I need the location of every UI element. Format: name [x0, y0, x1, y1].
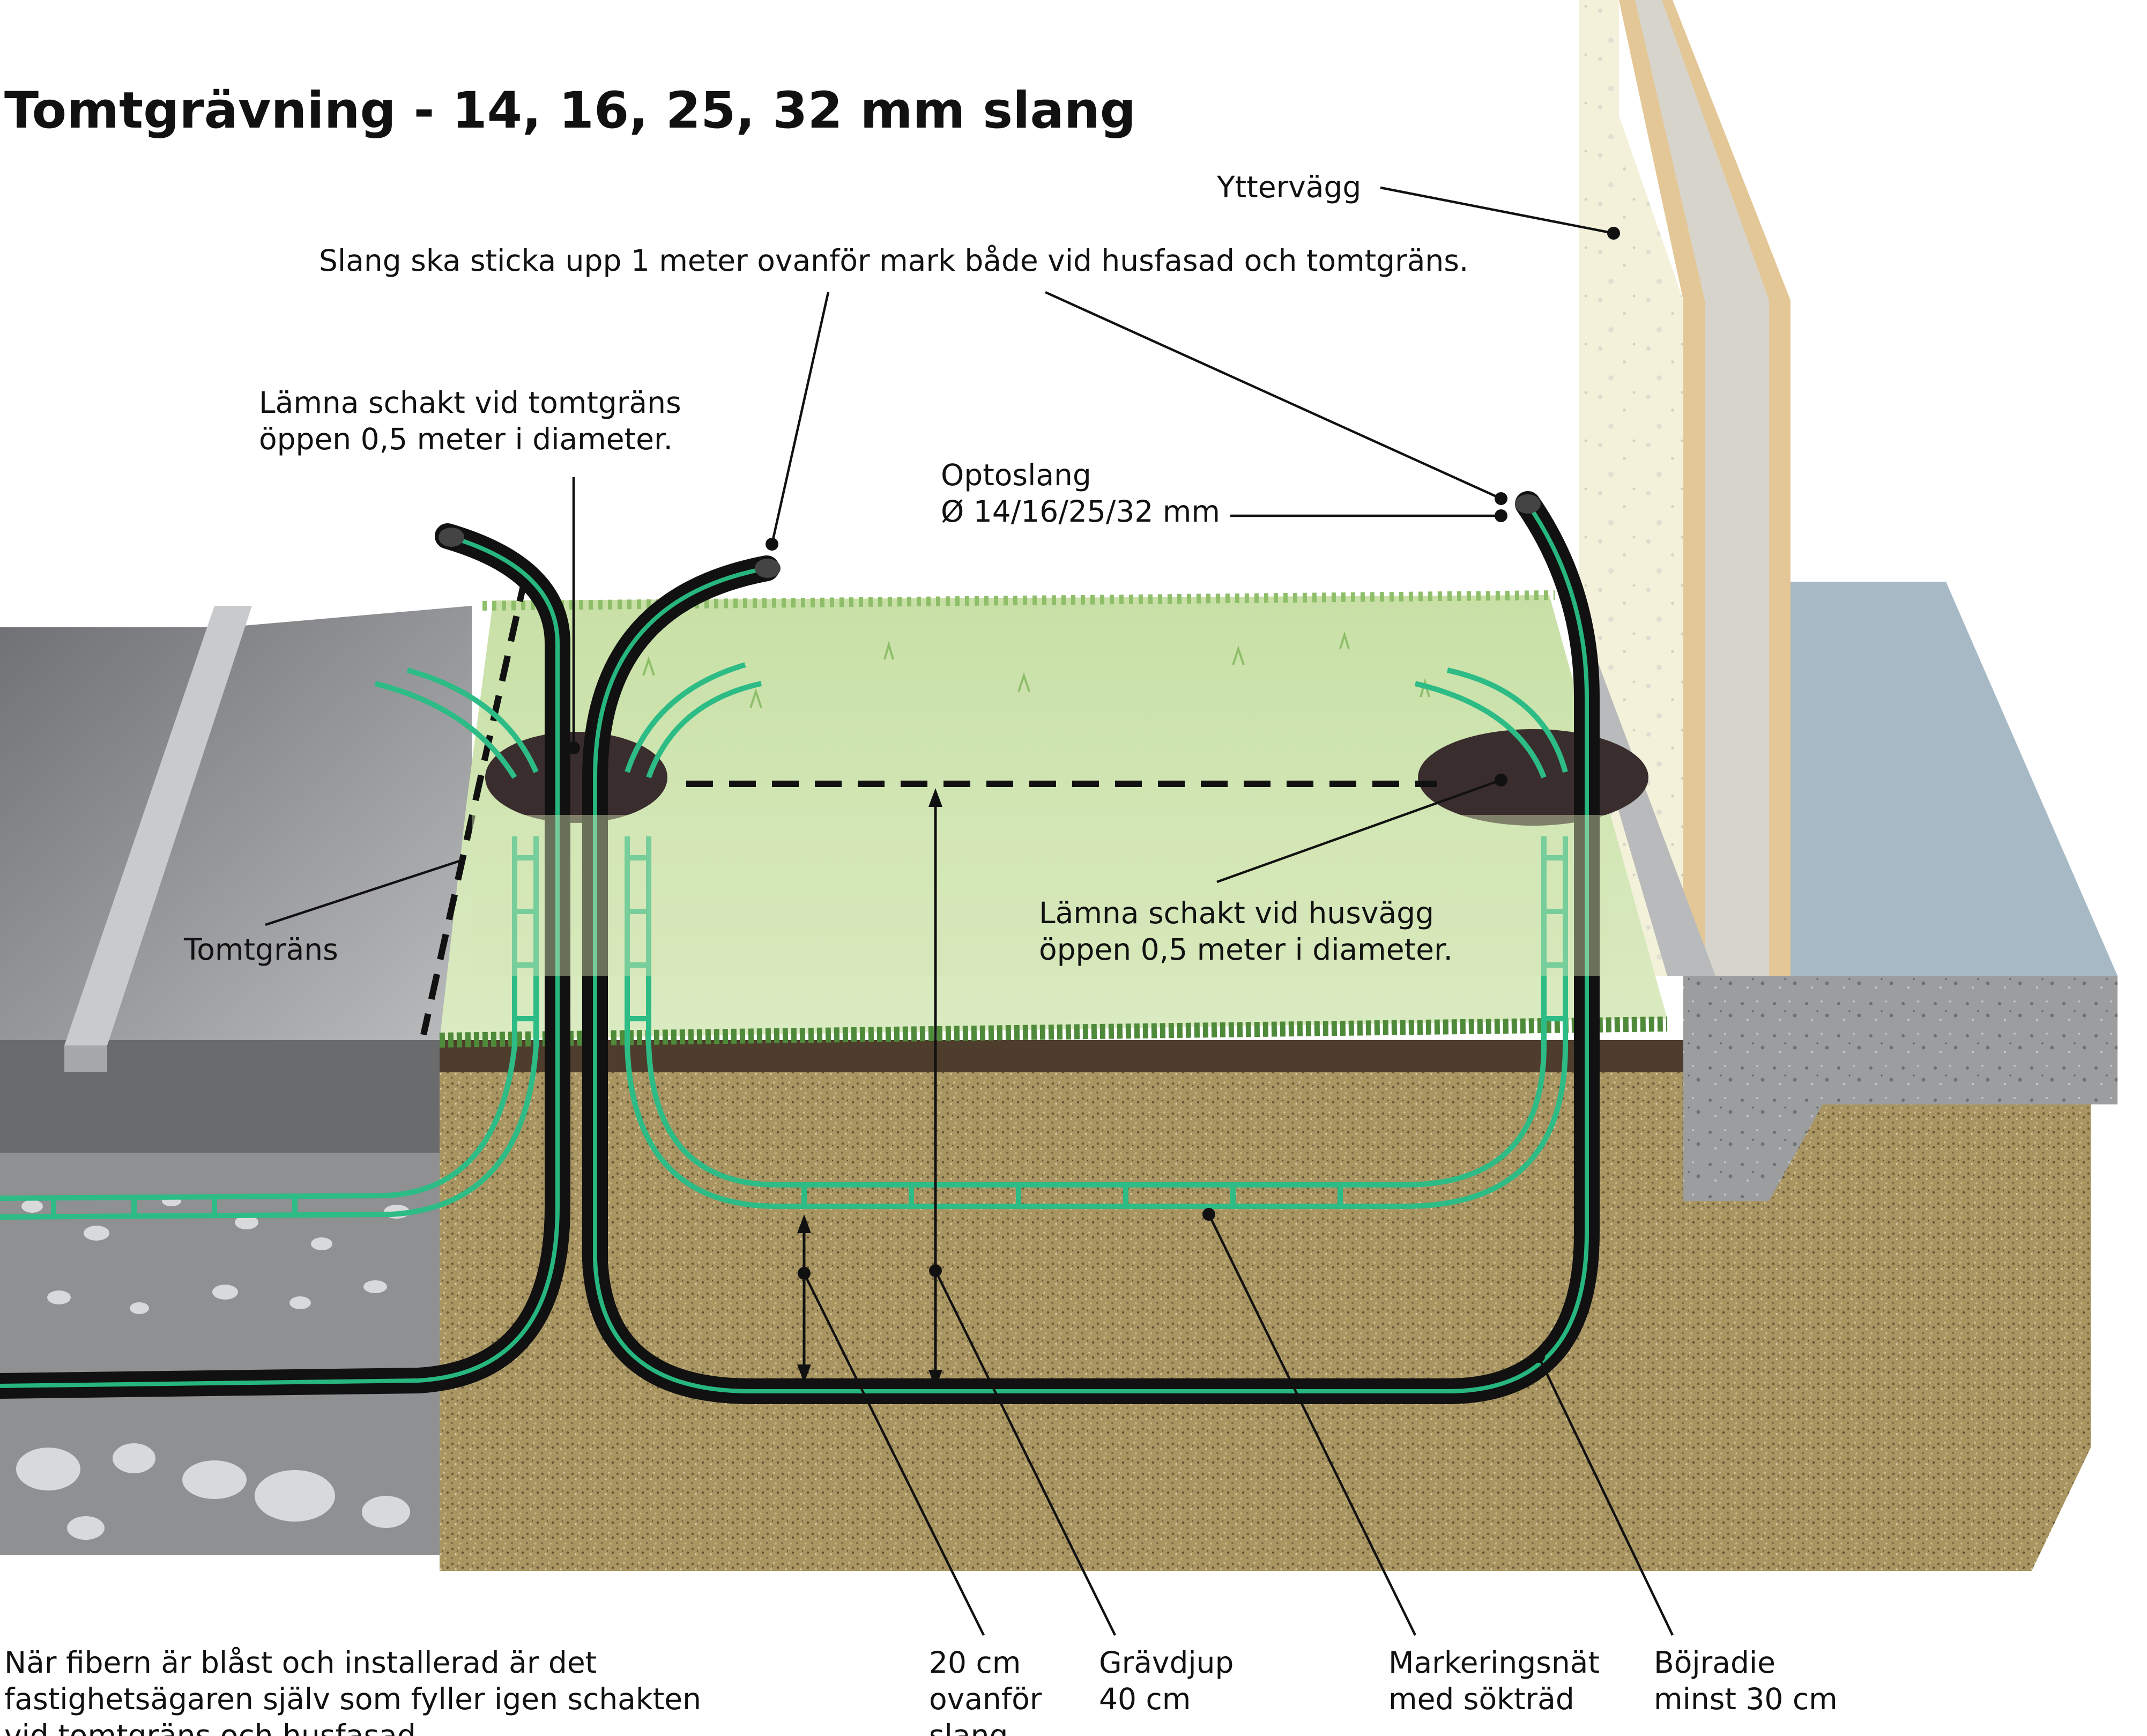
label-tomtgrans: Tomtgräns [183, 932, 338, 967]
label-schakt-husvagg-line1: Lämna schakt vid husvägg [1039, 896, 1434, 930]
note-line2: fastighetsägaren själv som fyller igen s… [4, 1682, 701, 1716]
label-schakt-husvagg-line2: öppen 0,5 meter i diameter. [1039, 932, 1453, 967]
optoslang-pipes [0, 491, 1600, 1404]
house-wall [1579, 0, 2118, 1201]
label-gravdjup-line2: 40 cm [1099, 1682, 1191, 1716]
label-gravdjup-line1: Grävdjup [1099, 1645, 1234, 1680]
grass-fade [472, 815, 1608, 976]
label-optoslang-line2: Ø 14/16/25/32 mm [941, 494, 1220, 529]
hole-tomtgrans [485, 732, 667, 823]
label-markeringsnat-line2: med sökträd [1388, 1682, 1574, 1716]
marking-net [0, 662, 1568, 1220]
label-markeringsnat-line1: Markeringsnät [1388, 1645, 1600, 1680]
leader-lines [265, 186, 1674, 1636]
label-20cm-line1: 20 cm [929, 1645, 1021, 1680]
label-yttervagg: Yttervägg [1216, 170, 1361, 204]
pavement [0, 606, 472, 1555]
label-20cm-line2: ovanför [929, 1682, 1042, 1716]
label-bojradie-line1: Böjradie [1654, 1645, 1775, 1680]
label-slang-ovanfor: Slang ska sticka upp 1 meter ovanför mar… [319, 243, 1468, 278]
label-20cm-line3: slang [929, 1718, 1008, 1736]
label-bojradie-line2: minst 30 cm [1654, 1682, 1838, 1716]
page-title: Tomtgrävning - 14, 16, 25, 32 mm slang [4, 81, 1136, 140]
note-line1: När fibern är blåst och installerad är d… [4, 1645, 597, 1680]
lawn [439, 590, 1668, 1048]
hole-husvagg [1418, 729, 1648, 826]
label-schakt-tomtgrans-line2: öppen 0,5 meter i diameter. [259, 422, 673, 456]
dimension-arrows [797, 788, 942, 1389]
label-optoslang-line1: Optoslang [941, 458, 1091, 492]
soil [440, 1040, 2091, 1571]
property-line [420, 575, 529, 1036]
label-schakt-tomtgrans-line1: Lämna schakt vid tomtgräns [259, 385, 681, 420]
note-line3: vid tomtgräns och husfasad. [4, 1718, 425, 1736]
